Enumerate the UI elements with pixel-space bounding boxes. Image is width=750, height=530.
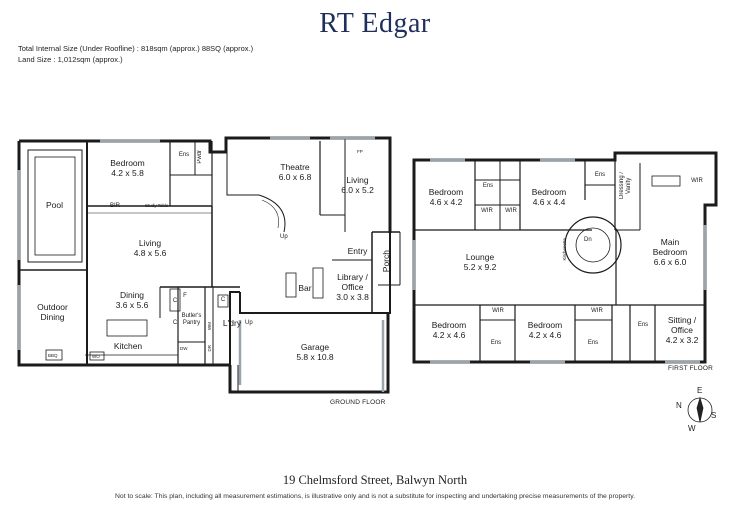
room-wir-c: WIR [492,308,504,314]
room-theatre: Theatre 6.0 x 6.8 [278,162,312,182]
cupboard-label-3: C [220,297,226,303]
room-butlers-pantry: Butler's Pantry [181,313,202,326]
first-floor-walls [412,151,718,364]
room-bedroom-c: Bedroom 4.2 x 4.6 [431,320,467,340]
wm-label: WM [207,322,212,330]
cupboard-label-1: C [172,298,178,304]
room-sitting-office: Sitting / Office 4.2 x 3.2 [665,315,699,345]
room-wir-d: WIR [591,308,603,314]
cupboard-label-2: C [172,320,178,326]
first-windows [412,158,707,364]
compass-w: W [688,424,696,433]
room-bar: Bar [298,283,312,293]
room-lounge: Lounge 5.2 x 9.2 [463,252,497,272]
first-floor-label: FIRST FLOOR [668,365,714,372]
room-dining: Dining 3.6 x 5.6 [115,290,149,310]
room-wir-b: WIR [505,208,517,214]
room-entry: Entry [347,246,368,256]
internal-size-text: Total Internal Size (Under Roofline) : 8… [18,44,254,53]
stair-up-label-1: Up [280,234,288,240]
room-ens-ground: Ens [178,152,190,158]
dw-label: DW [180,346,188,351]
wo-label: WO [92,354,100,359]
room-outdoor-dining: Outdoor Dining [37,302,68,322]
ground-floor-walls [17,136,401,394]
brand-logo: RT Edgar [319,8,431,39]
room-porch: Porch [381,250,391,273]
room-garage: Garage 5.8 x 10.8 [296,342,334,362]
room-ens-d: Ens [587,340,599,346]
disclaimer-text: Not to scale: This plan, including all m… [115,493,635,500]
ground-floor-label: GROUND FLOOR [330,399,386,406]
room-wir-a: WIR [481,208,493,214]
room-laundry: L'dry [222,318,242,328]
room-bedroom-a: Bedroom 4.6 x 4.2 [428,187,464,207]
stair-up-label-2: Up [245,320,253,326]
room-bedroom-d: Bedroom 4.2 x 4.6 [527,320,563,340]
stair-dn-label: Dn [584,237,592,243]
room-main-bedroom: Main Bedroom 6.6 x 6.0 [652,237,688,267]
room-bir: BIR [110,203,121,209]
dr-label: DR [207,345,212,352]
study-table-label: Study Table [145,203,169,208]
ground-windows [17,136,385,392]
room-kitchen: Kitchen [113,341,143,351]
compass-s: S [711,411,717,420]
room-ens-main: Ens [637,322,649,328]
bbq-label: BBQ [48,353,58,358]
room-pool: Pool [45,200,63,210]
compass-e: E [697,386,703,395]
room-bedroom-b: Bedroom 4.6 x 4.4 [531,187,567,207]
room-wir-main: WIR [691,178,703,184]
room-living: Living 4.8 x 5.6 [133,238,167,258]
kitchenette-label: Kitchenette [562,238,567,261]
room-library-office: Library / Office 3.0 x 3.8 [336,272,369,302]
property-address: 19 Chelmsford Street, Balwyn North [282,473,468,487]
land-size-text: Land Size : 1,012sqm (approx.) [18,55,123,64]
compass-rose [687,396,713,423]
fridge-label: F [183,293,187,299]
room-pwdr: Pwdr [197,150,203,164]
room-dressing-vanity: Dressing / Vanity [619,172,632,200]
room-ens-c: Ens [490,340,502,346]
fireplace-label: FP [357,149,363,154]
room-ens-b: Ens [594,172,606,178]
room-living-fp: Living 6.0 x 5.2 [341,175,374,195]
room-ens-a: Ens [482,183,494,189]
compass-n: N [676,401,682,410]
room-bedroom-ground: Bedroom 4.2 x 5.8 [110,158,145,178]
